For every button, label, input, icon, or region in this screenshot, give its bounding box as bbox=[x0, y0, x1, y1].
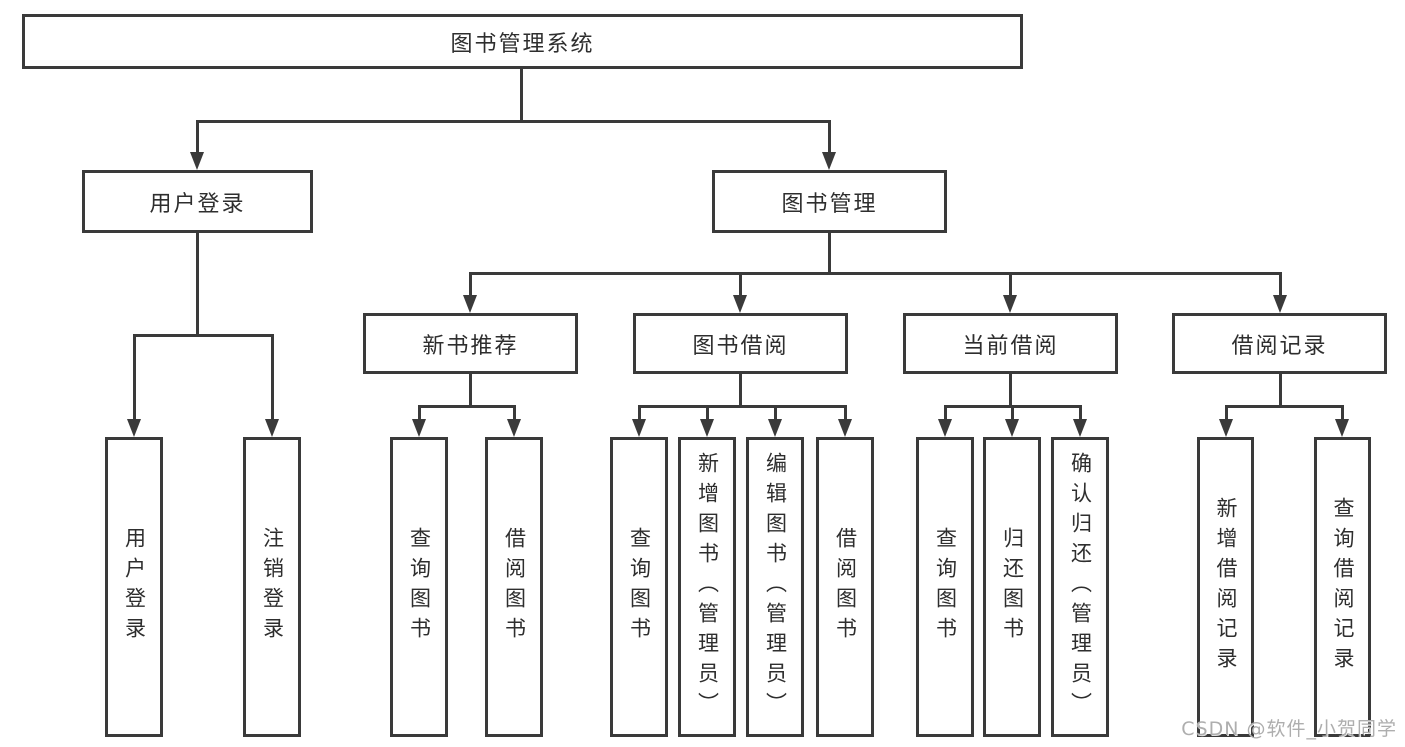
connector-line bbox=[196, 120, 831, 123]
arrowhead-icon bbox=[265, 419, 279, 437]
node-label: 借阅图书 bbox=[833, 527, 858, 647]
leaf-logout: 注销登录 bbox=[243, 437, 301, 737]
node-label: 查询图书 bbox=[933, 527, 958, 647]
node-label: 确认归还（管理员） bbox=[1068, 452, 1093, 722]
node-current-borrowing: 当前借阅 bbox=[903, 313, 1118, 374]
arrowhead-icon bbox=[838, 419, 852, 437]
arrowhead-icon bbox=[507, 419, 521, 437]
connector-line bbox=[944, 405, 947, 421]
leaf-add-borrow-record: 新增借阅记录 bbox=[1197, 437, 1254, 737]
connector-line bbox=[469, 272, 1281, 275]
arrowhead-icon bbox=[1073, 419, 1087, 437]
node-label: 用户登录 bbox=[149, 191, 246, 217]
connector-line bbox=[1279, 374, 1282, 407]
arrowhead-icon bbox=[700, 419, 714, 437]
leaf-query-books-borrowing: 查询图书 bbox=[610, 437, 668, 737]
connector-line bbox=[1079, 405, 1082, 421]
node-label: 查询借阅记录 bbox=[1331, 497, 1355, 677]
connector-line bbox=[520, 68, 523, 122]
connector-line bbox=[418, 405, 421, 421]
connector-line bbox=[196, 233, 199, 336]
connector-line bbox=[844, 405, 847, 421]
connector-line bbox=[133, 334, 136, 421]
leaf-query-books-recommend: 查询图书 bbox=[390, 437, 448, 737]
node-label: 借阅记录 bbox=[1231, 333, 1328, 359]
connector-line bbox=[638, 405, 641, 421]
arrowhead-icon bbox=[127, 419, 141, 437]
csdn-watermark: CSDN @软件_小贺同学 bbox=[1181, 718, 1397, 740]
leaf-borrow-books-recommend: 借阅图书 bbox=[485, 437, 543, 737]
node-user-login: 用户登录 bbox=[82, 170, 313, 233]
node-root: 图书管理系统 bbox=[22, 14, 1023, 69]
node-label: 图书借阅 bbox=[692, 333, 789, 359]
connector-line bbox=[1009, 272, 1012, 297]
arrowhead-icon bbox=[1335, 419, 1349, 437]
arrowhead-icon bbox=[463, 295, 477, 313]
node-label: 借阅图书 bbox=[502, 527, 527, 647]
node-label: 注销登录 bbox=[260, 527, 285, 647]
leaf-query-books-current: 查询图书 bbox=[916, 437, 974, 737]
connector-line bbox=[196, 120, 199, 154]
connector-line bbox=[638, 405, 846, 408]
node-label: 新增借阅记录 bbox=[1214, 497, 1238, 677]
node-label: 查询图书 bbox=[407, 527, 432, 647]
connector-line bbox=[469, 374, 472, 407]
connector-line bbox=[469, 272, 472, 297]
node-label: 用户登录 bbox=[122, 527, 147, 647]
leaf-edit-book-admin: 编辑图书（管理员） bbox=[746, 437, 804, 737]
leaf-borrow-books-borrowing: 借阅图书 bbox=[816, 437, 874, 737]
arrowhead-icon bbox=[1273, 295, 1287, 313]
node-label: 归还图书 bbox=[1000, 527, 1025, 647]
connector-line bbox=[828, 120, 831, 154]
connector-line bbox=[739, 272, 742, 297]
node-label: 新增图书（管理员） bbox=[695, 452, 720, 722]
connector-line bbox=[1009, 374, 1012, 407]
node-book-management: 图书管理 bbox=[712, 170, 947, 233]
connector-line bbox=[418, 405, 516, 408]
node-new-book-recommendation: 新书推荐 bbox=[363, 313, 578, 374]
connector-line bbox=[828, 233, 831, 275]
leaf-confirm-return-admin: 确认归还（管理员） bbox=[1051, 437, 1109, 737]
arrowhead-icon bbox=[822, 152, 836, 170]
connector-line bbox=[271, 334, 274, 421]
connector-line bbox=[1225, 405, 1343, 408]
arrowhead-icon bbox=[733, 295, 747, 313]
connector-line bbox=[133, 334, 274, 337]
node-label: 编辑图书（管理员） bbox=[763, 452, 788, 722]
node-label: 查询图书 bbox=[627, 527, 652, 647]
arrowhead-icon bbox=[412, 419, 426, 437]
arrowhead-icon bbox=[938, 419, 952, 437]
node-label: 图书管理 bbox=[781, 191, 878, 217]
node-label: 新书推荐 bbox=[422, 333, 519, 359]
leaf-query-borrow-record: 查询借阅记录 bbox=[1314, 437, 1371, 737]
leaf-add-book-admin: 新增图书（管理员） bbox=[678, 437, 736, 737]
connector-line bbox=[1341, 405, 1344, 421]
leaf-return-books: 归还图书 bbox=[983, 437, 1041, 737]
connector-line bbox=[739, 374, 742, 407]
connector-line bbox=[1279, 272, 1282, 297]
node-label: 图书管理系统 bbox=[450, 31, 595, 57]
connector-line bbox=[706, 405, 709, 421]
arrowhead-icon bbox=[768, 419, 782, 437]
arrowhead-icon bbox=[190, 152, 204, 170]
arrowhead-icon bbox=[1219, 419, 1233, 437]
node-borrowing-records: 借阅记录 bbox=[1172, 313, 1387, 374]
connector-line bbox=[774, 405, 777, 421]
connector-line bbox=[513, 405, 516, 421]
connector-line bbox=[1011, 405, 1014, 421]
arrowhead-icon bbox=[632, 419, 646, 437]
connector-line bbox=[1225, 405, 1228, 421]
node-label: 当前借阅 bbox=[962, 333, 1059, 359]
node-book-borrowing: 图书借阅 bbox=[633, 313, 848, 374]
arrowhead-icon bbox=[1005, 419, 1019, 437]
arrowhead-icon bbox=[1003, 295, 1017, 313]
leaf-user-login: 用户登录 bbox=[105, 437, 163, 737]
